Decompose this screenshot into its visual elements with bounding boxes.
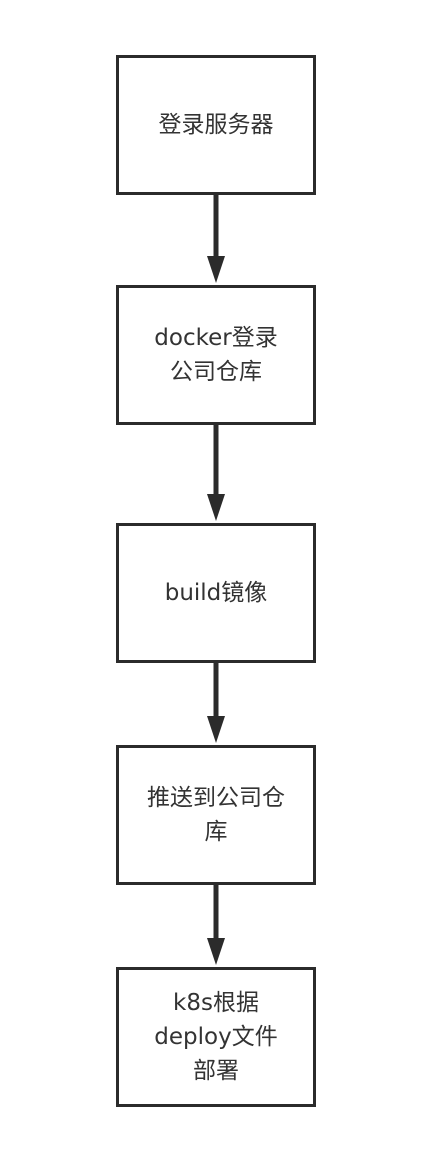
step-login-server: 登录服务器 — [116, 55, 316, 195]
edge-3-4 — [207, 663, 225, 743]
step-docker-login-registry: docker登录 公司仓库 — [116, 285, 316, 425]
arrowhead-icon — [207, 716, 225, 743]
step-label: 登录服务器 — [158, 112, 274, 138]
step-label: k8s根据 deploy文件 部署 — [154, 990, 278, 1084]
step-label: build镜像 — [164, 580, 268, 606]
edge-4-5 — [207, 885, 225, 965]
arrowhead-icon — [207, 938, 225, 965]
step-label: docker登录 公司仓库 — [154, 325, 278, 385]
edge-1-2 — [207, 195, 225, 283]
step-build-image: build镜像 — [116, 523, 316, 663]
arrowhead-icon — [207, 256, 225, 283]
step-label: 推送到公司仓 库 — [147, 785, 285, 845]
step-k8s-deploy: k8s根据 deploy文件 部署 — [116, 967, 316, 1107]
edge-2-3 — [207, 425, 225, 521]
arrowhead-icon — [207, 494, 225, 521]
step-push-to-registry: 推送到公司仓 库 — [116, 745, 316, 885]
